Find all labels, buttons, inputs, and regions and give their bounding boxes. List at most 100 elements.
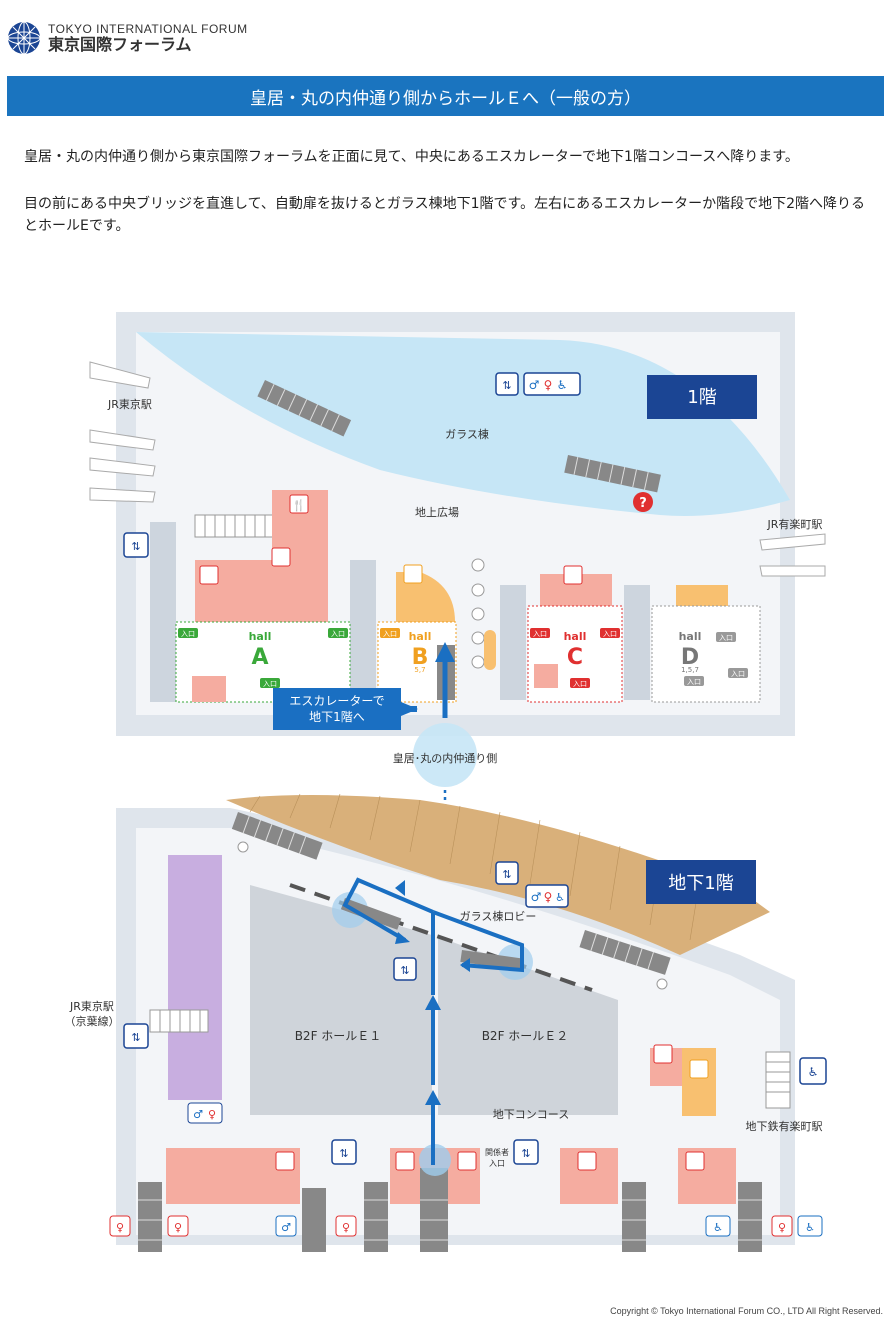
shop-icon — [689, 1059, 709, 1079]
page-title-banner: 皇居・丸の内仲通り側からホールＥへ（一般の方） — [7, 76, 884, 116]
svg-text:⇅: ⇅ — [339, 1147, 348, 1160]
hall-d[interactable] — [651, 605, 761, 703]
restroom-female-icon — [167, 1215, 189, 1237]
jr-tokyo-label-1f: JR東京駅 — [107, 397, 152, 411]
hall-e1[interactable] — [250, 885, 432, 1115]
restaurant-icon — [275, 1151, 295, 1171]
page-title: 皇居・丸の内仲通り側からホールＥへ（一般の方） — [250, 88, 641, 109]
plaza-label: 地上広場 — [415, 506, 459, 519]
lobby-label: ガラス棟ロビー — [460, 909, 537, 923]
svg-text:⇅: ⇅ — [131, 1031, 140, 1044]
hall-e2-label: B2F ホールＥ２ — [482, 1029, 569, 1043]
restaurant-icon — [199, 565, 219, 585]
route-path — [342, 877, 524, 1176]
escalator-icon — [257, 380, 352, 437]
jr-tokyo-keiyo-label-2: （京葉線） — [65, 1014, 120, 1028]
subway-label: 地下鉄有楽町駅 — [746, 1119, 823, 1133]
purple-zone — [168, 855, 222, 1100]
jr-yurakucho-label: JR有楽町駅 — [767, 517, 823, 531]
directions-paragraph-1: 皇居・丸の内仲通り側から東京国際フォーラムを正面に見て、中央にあるエスカレーター… — [24, 149, 799, 165]
hall-c-entrance-2: 入口 — [603, 630, 617, 638]
hall-a-entrance-1: 入口 — [181, 630, 195, 638]
svg-text:♀: ♀ — [342, 1221, 350, 1234]
escalator-callout — [273, 688, 401, 730]
facility-map: ? ⇅ ♂ ♀ ♿ 1階 ガラス棟 地上広場 JR東京駅 JR有楽町駅 ⇅ — [65, 312, 827, 1252]
restaurant-icon — [289, 494, 309, 514]
hall-a-word: hall — [249, 630, 272, 643]
elevator-icon — [331, 1139, 357, 1165]
copyright: Copyright © Tokyo International Forum CO… — [610, 1306, 883, 1316]
restroom-female-icon — [771, 1215, 793, 1237]
hall-b-word: hall — [409, 630, 432, 643]
elevator-icon — [495, 861, 519, 885]
hall-b-entrance: 入口 — [383, 630, 397, 638]
svg-text:⇅: ⇅ — [521, 1147, 530, 1160]
restroom-female-icon — [335, 1215, 357, 1237]
svg-text:♂: ♂ — [531, 890, 542, 904]
hall-d-floors: 1,5,7 — [681, 666, 699, 674]
svg-text:♀: ♀ — [116, 1221, 124, 1234]
hall-b-floors: 5,7 — [414, 666, 425, 674]
hall-c-entrance-1: 入口 — [533, 630, 547, 638]
floor-1-map: ? ⇅ ♂ ♀ ♿ 1階 ガラス棟 地上広場 JR東京駅 JR有楽町駅 ⇅ — [89, 312, 826, 1160]
callout-line-1: エスカレーターで — [289, 694, 384, 708]
svg-text:♀: ♀ — [174, 1221, 182, 1234]
svg-text:♀: ♀ — [544, 890, 553, 904]
hall-a-letter: A — [251, 645, 268, 670]
restaurant-icon — [685, 1151, 705, 1171]
elevator-icon — [393, 957, 417, 981]
svg-text:🍴: 🍴 — [292, 499, 306, 512]
elevator-icon — [513, 1139, 539, 1165]
information-icon — [633, 492, 653, 512]
accessible-elevator-icon — [799, 1057, 827, 1085]
jr-tokyo-keiyo-label-1: JR東京駅 — [69, 999, 114, 1013]
logo[interactable]: TOKYO INTERNATIONAL FORUM 東京国際フォーラム — [6, 18, 248, 58]
glass-building-label: ガラス棟 — [445, 427, 489, 441]
hall-a-entrance-3: 入口 — [263, 680, 277, 688]
floor-label-b1 — [646, 860, 756, 904]
svg-text:⇅: ⇅ — [131, 540, 140, 553]
svg-text:♂: ♂ — [193, 1108, 203, 1121]
accessible-restroom-icon — [797, 1215, 823, 1237]
hall-e2[interactable] — [438, 937, 618, 1115]
concourse-label: 地下コンコース — [493, 1108, 569, 1121]
floor-label-1f-text: 1階 — [687, 387, 716, 408]
restaurant-icon — [577, 1151, 597, 1171]
elevator-icon — [123, 532, 149, 558]
restaurant-icon — [563, 565, 583, 585]
hall-d-word: hall — [679, 630, 702, 643]
floor-label-1f — [647, 375, 757, 419]
svg-text:♿: ♿ — [557, 378, 568, 392]
hall-d-letter: D — [681, 645, 699, 670]
svg-text:⇅: ⇅ — [502, 868, 511, 881]
elevator-icon — [123, 1023, 149, 1049]
hall-b-letter: B — [412, 645, 429, 670]
restaurant-icon — [395, 1151, 415, 1171]
escalator-icon — [564, 455, 661, 493]
logo-english: TOKYO INTERNATIONAL FORUM — [48, 21, 248, 36]
svg-text:⇅: ⇅ — [502, 379, 511, 392]
hall-c-entrance-3: 入口 — [573, 680, 587, 688]
staff-entrance-label-2: 入口 — [489, 1159, 505, 1168]
callout-line-2: 地下1階へ — [309, 709, 365, 724]
hall-c-word: hall — [564, 630, 587, 643]
hall-d-entrance-3: 入口 — [687, 678, 701, 686]
hall-d-entrance-1: 入口 — [719, 634, 733, 642]
restaurant-icon — [271, 547, 291, 567]
svg-text:♿: ♿ — [713, 1221, 723, 1234]
restaurant-icon — [457, 1151, 477, 1171]
svg-text:♀: ♀ — [544, 378, 553, 392]
start-point — [413, 723, 477, 787]
start-label: 皇居･丸の内仲通り側 — [393, 751, 498, 765]
svg-text:⇅: ⇅ — [400, 964, 409, 977]
restroom-icon — [523, 372, 581, 396]
elevator-icon — [495, 372, 519, 396]
svg-text:♿: ♿ — [805, 1221, 815, 1234]
svg-text:♿: ♿ — [555, 891, 565, 904]
accessible-restroom-icon — [705, 1215, 731, 1237]
restroom-icon — [187, 1102, 223, 1124]
floor-b1-map: 地下1階 ⇅ ♂ ♀ ♿ B2F ホールＥ１ B2F ホールＥ２ ガラス棟ロビー… — [65, 793, 827, 1252]
svg-text:♂: ♂ — [281, 1221, 291, 1234]
svg-text:♿: ♿ — [808, 1065, 819, 1079]
svg-text:♀: ♀ — [778, 1221, 786, 1234]
